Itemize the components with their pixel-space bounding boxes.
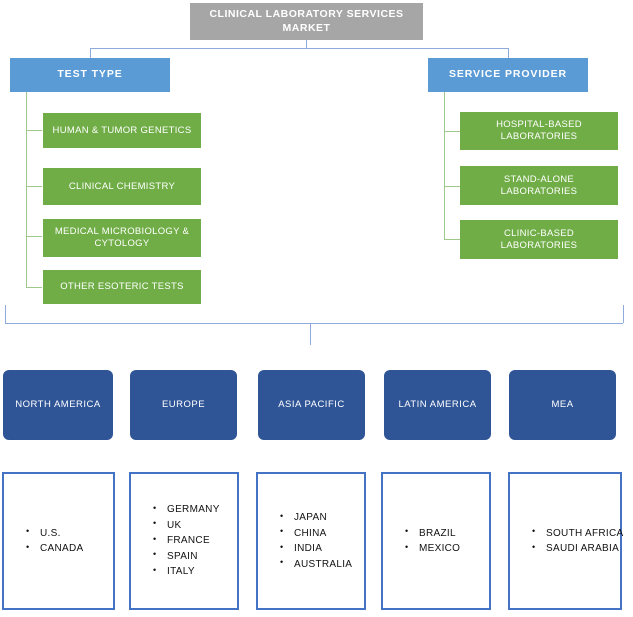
list-item: SPAIN — [153, 548, 237, 565]
list-item: MEXICO — [405, 541, 489, 557]
service-provider-item-1[interactable]: STAND-ALONE LABORATORIES — [460, 166, 618, 205]
connector-level1-left-drop — [90, 48, 91, 58]
connector-test-type-stub-2 — [26, 186, 42, 187]
connector-service-provider-stub-3 — [444, 239, 460, 240]
region-box-north-america[interactable]: NORTH AMERICA — [3, 370, 113, 440]
connector-service-provider-stub-2 — [444, 186, 460, 187]
list-item: CHINA — [280, 525, 364, 542]
region-box-asia-pacific[interactable]: ASIA PACIFIC — [258, 370, 365, 440]
diagram-title-box: CLINICAL LABORATORY SERVICES MARKET — [190, 3, 423, 40]
test-type-item-1[interactable]: CLINICAL CHEMISTRY — [43, 168, 201, 205]
connector-region-bracket-left-riser — [5, 305, 6, 323]
country-box-north-america: U.S. CANADA — [2, 472, 115, 610]
test-type-item-2[interactable]: MEDICAL MICROBIOLOGY & CYTOLOGY — [43, 219, 201, 257]
test-type-item-0[interactable]: HUMAN & TUMOR GENETICS — [43, 113, 201, 148]
country-box-asia-pacific: JAPAN CHINA INDIA AUSTRALIA — [256, 472, 366, 610]
test-type-item-3[interactable]: OTHER ESOTERIC TESTS — [43, 270, 201, 304]
connector-test-type-stub-3 — [26, 236, 42, 237]
list-item: U.S. — [26, 525, 113, 542]
connector-level1-bar — [90, 48, 509, 49]
list-item: SAUDI ARABIA — [532, 541, 624, 557]
region-box-mea[interactable]: MEA — [509, 370, 616, 440]
service-provider-item-0[interactable]: HOSPITAL-BASED LABORATORIES — [460, 112, 618, 150]
connector-test-type-stub-1 — [26, 130, 42, 131]
connector-level1-right-drop — [508, 48, 509, 58]
list-item: GERMANY — [153, 502, 237, 518]
list-item: CANADA — [26, 541, 113, 557]
country-list-europe: GERMANY UK FRANCE SPAIN ITALY — [131, 502, 237, 580]
list-item: JAPAN — [280, 510, 364, 526]
connector-region-bracket-right-riser — [623, 305, 624, 323]
country-box-latin-america: BRAZIL MEXICO — [381, 472, 491, 610]
connector-service-provider-stub-1 — [444, 131, 460, 132]
region-box-latin-america[interactable]: LATIN AMERICA — [384, 370, 491, 440]
country-list-asia-pacific: JAPAN CHINA INDIA AUSTRALIA — [258, 510, 364, 572]
connector-service-provider-spine — [444, 92, 445, 239]
list-item: SOUTH AFRICA — [532, 525, 624, 542]
connector-test-type-spine — [26, 92, 27, 288]
connector-test-type-stub-4 — [26, 287, 42, 288]
list-item: FRANCE — [153, 533, 237, 549]
list-item: INDIA — [280, 541, 364, 557]
region-box-europe[interactable]: EUROPE — [130, 370, 237, 440]
list-item: AUSTRALIA — [280, 556, 364, 573]
segment-header-test-type[interactable]: TEST TYPE — [10, 58, 170, 92]
connector-region-bracket-stem — [310, 323, 311, 345]
service-provider-item-2[interactable]: CLINIC-BASED LABORATORIES — [460, 220, 618, 259]
list-item: ITALY — [153, 564, 237, 580]
list-item: UK — [153, 517, 237, 534]
country-list-latin-america: BRAZIL MEXICO — [383, 525, 489, 557]
connector-region-bracket-bar — [5, 323, 623, 324]
connector-title-stem — [306, 40, 307, 49]
country-box-mea: SOUTH AFRICA SAUDI ARABIA — [508, 472, 624, 610]
segment-header-service-provider[interactable]: SERVICE PROVIDER — [428, 58, 588, 92]
country-list-mea: SOUTH AFRICA SAUDI ARABIA — [510, 525, 624, 557]
country-list-north-america: U.S. CANADA — [4, 525, 113, 557]
country-box-europe: GERMANY UK FRANCE SPAIN ITALY — [129, 472, 239, 610]
list-item: BRAZIL — [405, 525, 489, 542]
